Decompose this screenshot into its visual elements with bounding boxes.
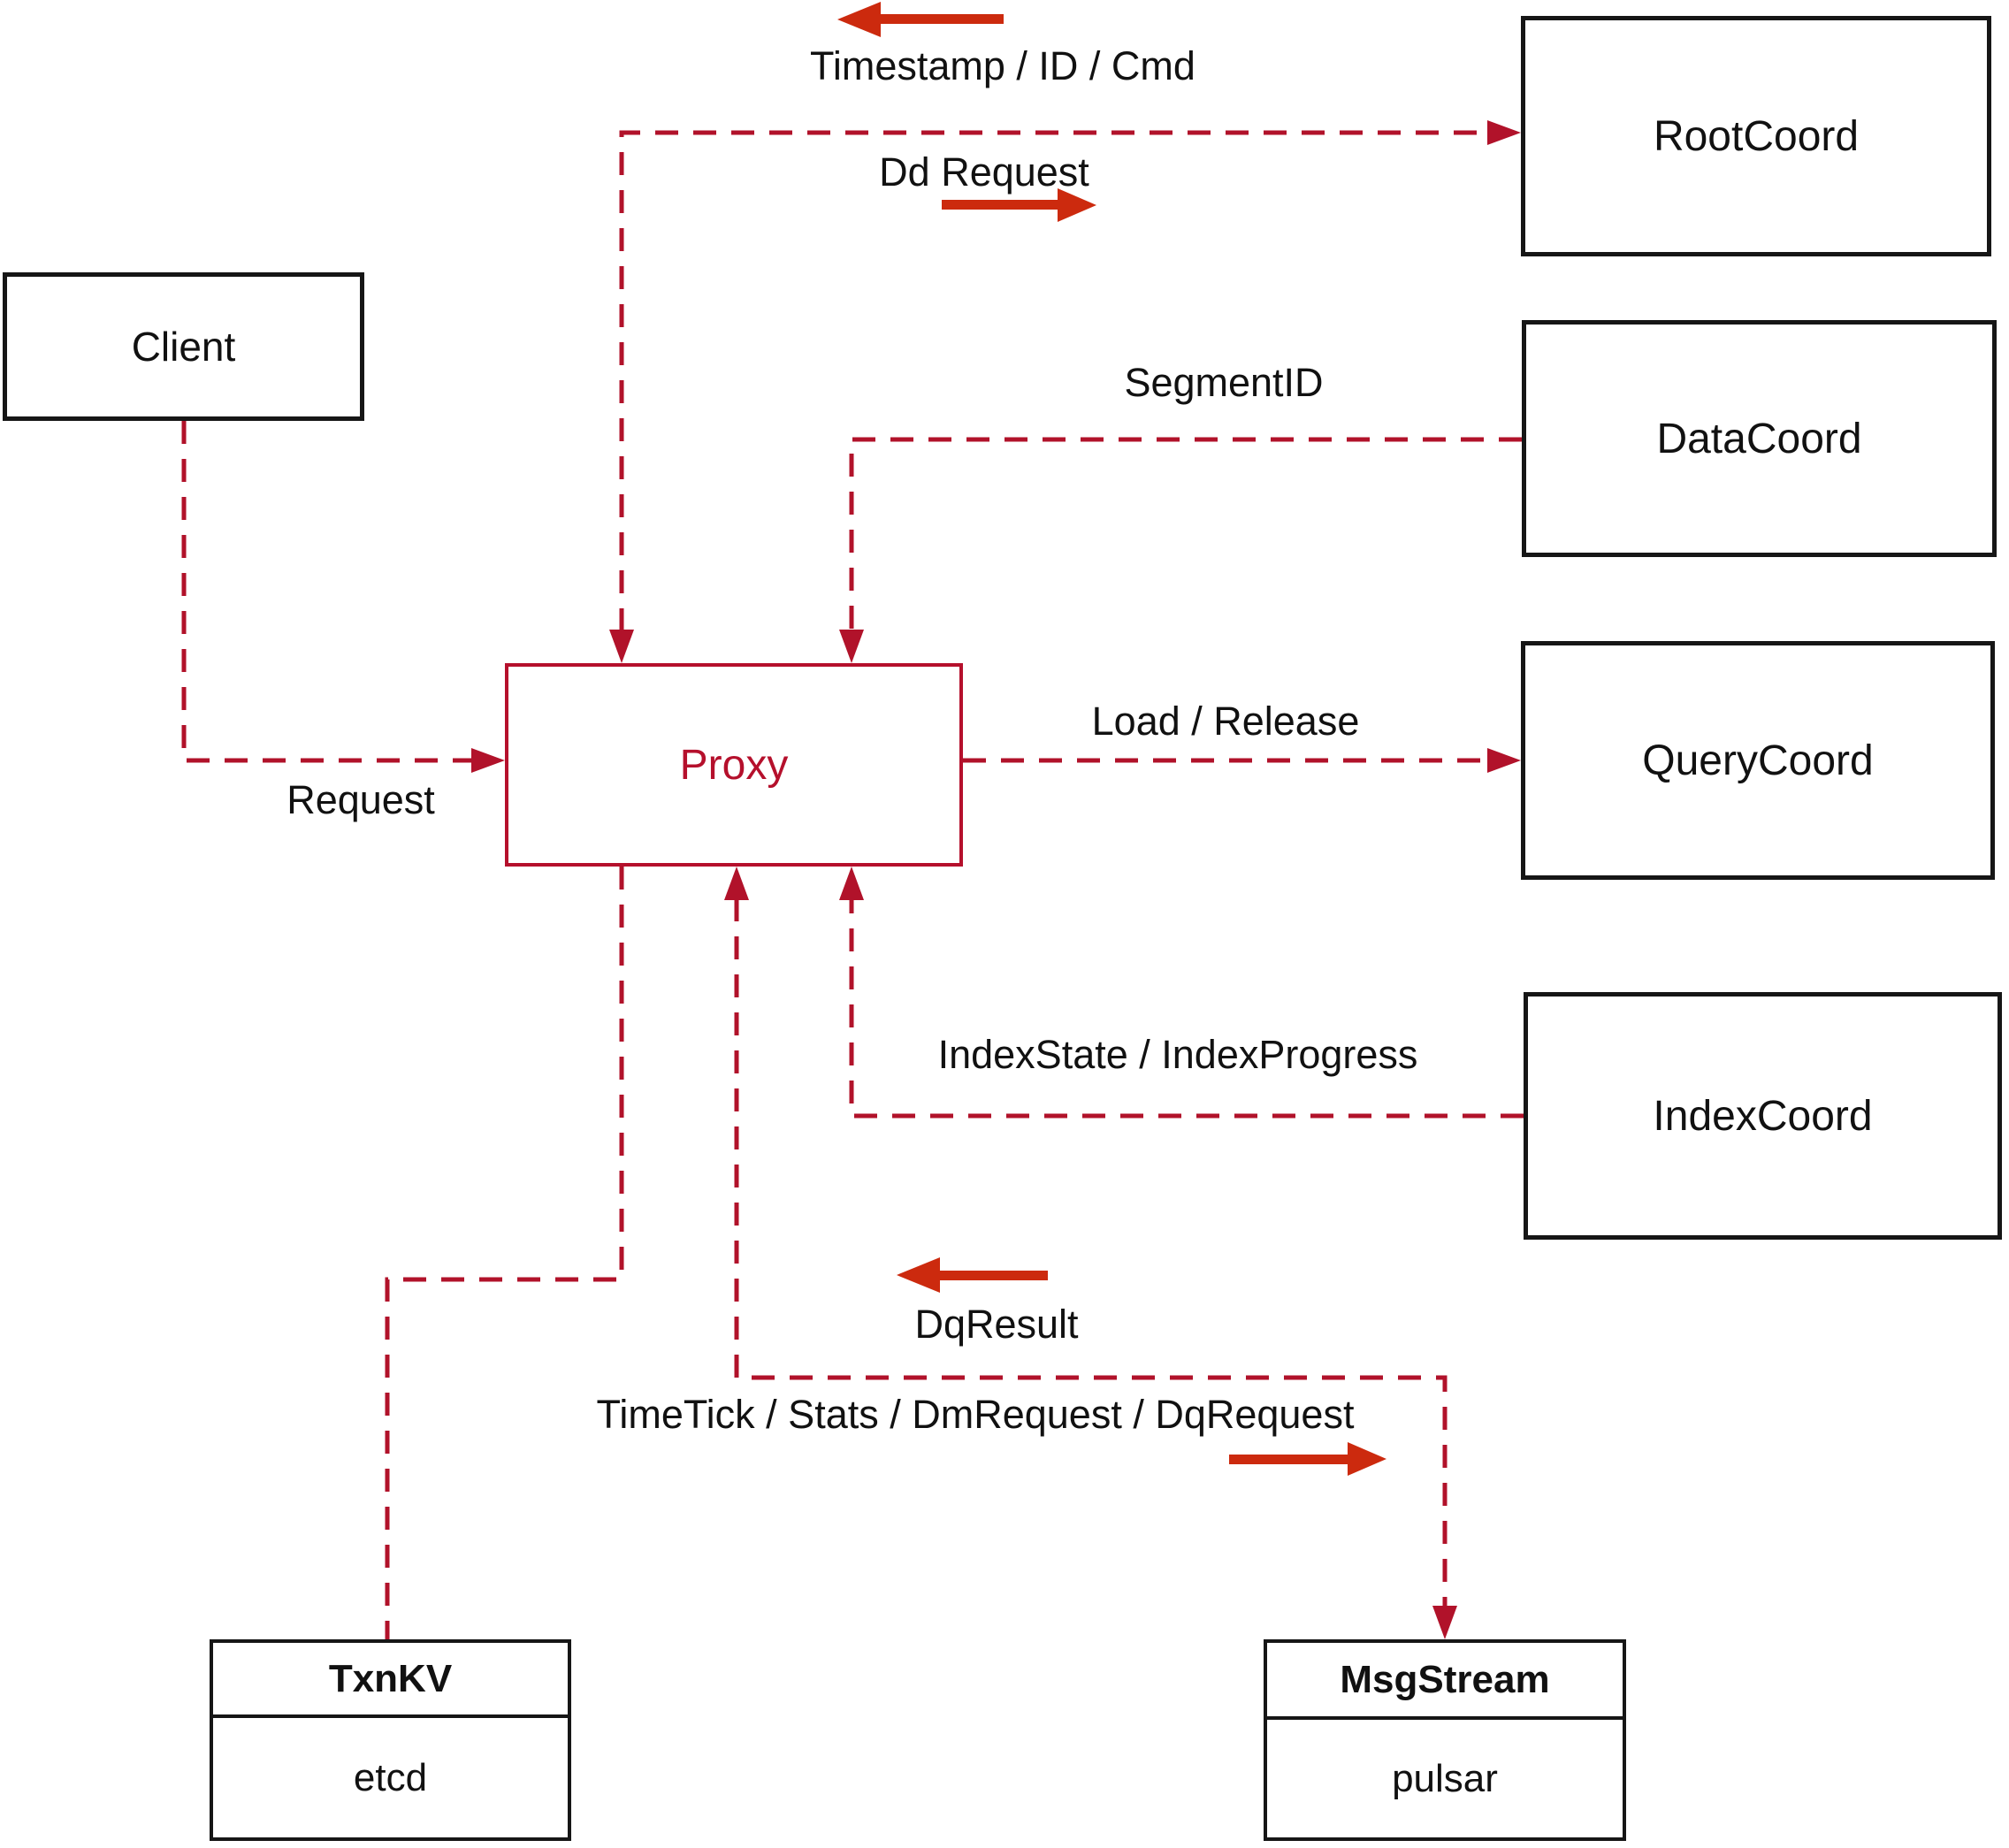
arrowhead-into-proxy-bottom-right [839, 867, 864, 900]
edge-proxy-rootcoord [619, 130, 1489, 631]
node-querycoord-label: QueryCoord [1642, 737, 1874, 784]
direction-arrow-left-timestamp [837, 2, 1004, 37]
node-indexcoord: IndexCoord [1524, 992, 2002, 1240]
edge-datacoord-proxy [849, 437, 1522, 631]
arrowhead-into-proxy-left [471, 748, 505, 773]
direction-arrow-right-timetick [1229, 1442, 1386, 1476]
node-client-label: Client [131, 324, 236, 370]
node-querycoord: QueryCoord [1521, 641, 1995, 880]
node-msgstream-impl: pulsar [1392, 1756, 1498, 1800]
edge-label-dd-request: Dd Request [879, 149, 1089, 195]
edge-proxy-msgstream [734, 898, 1448, 1607]
edge-label-timestamp: Timestamp / ID / Cmd [810, 43, 1195, 88]
edge-label-load-release: Load / Release [1091, 699, 1360, 744]
arrowhead-into-msgstream [1432, 1606, 1457, 1639]
edge-label-index-state: IndexState / IndexProgress [937, 1032, 1418, 1077]
node-txnkv-impl: etcd [353, 1755, 428, 1799]
node-client: Client [3, 272, 364, 421]
node-txnkv: TxnKV etcd [210, 1639, 571, 1841]
edge-proxy-txnkv [385, 867, 624, 1639]
node-msgstream-title: MsgStream [1267, 1643, 1623, 1720]
direction-arrow-right-dd-request [942, 188, 1096, 222]
node-proxy: Proxy [505, 663, 963, 867]
edge-label-segment-id: SegmentID [1124, 360, 1324, 405]
arrowhead-into-proxy-top-right [839, 630, 864, 663]
node-rootcoord: RootCoord [1521, 16, 1991, 256]
node-datacoord-label: DataCoord [1656, 415, 1862, 462]
node-txnkv-title: TxnKV [213, 1643, 568, 1718]
node-indexcoord-label: IndexCoord [1653, 1092, 1873, 1140]
edge-label-dq-result: DqResult [914, 1302, 1079, 1347]
edge-label-time-tick: TimeTick / Stats / DmRequest / DqRequest [596, 1392, 1355, 1437]
edge-indexcoord-proxy [849, 898, 1524, 1119]
node-datacoord: DataCoord [1522, 320, 1997, 557]
arrowhead-into-proxy-top-left [609, 630, 634, 663]
arrowhead-into-querycoord [1487, 748, 1521, 773]
arrowhead-into-rootcoord [1487, 120, 1521, 145]
node-msgstream: MsgStream pulsar [1264, 1639, 1626, 1841]
node-proxy-label: Proxy [679, 741, 789, 789]
direction-arrow-left-dqresult [897, 1257, 1048, 1293]
edge-client-proxy [181, 421, 473, 763]
edge-label-request: Request [286, 777, 435, 822]
node-rootcoord-label: RootCoord [1653, 112, 1860, 160]
arrowhead-into-proxy-bottom-mid [724, 867, 749, 900]
